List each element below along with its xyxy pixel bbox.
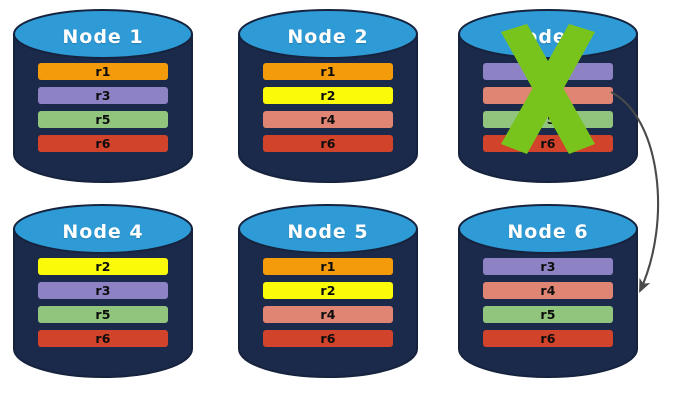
replica-bar[interactable]: r4 bbox=[263, 306, 393, 323]
replica-bar[interactable]: r6 bbox=[483, 135, 613, 152]
replica-bar[interactable]: r3 bbox=[38, 282, 168, 299]
replica-bar[interactable]: r5 bbox=[483, 306, 613, 323]
replica-bar[interactable]: r1 bbox=[263, 63, 393, 80]
replica-list: r3 r4 r5 r6 bbox=[483, 258, 613, 347]
replica-bar[interactable]: r2 bbox=[263, 282, 393, 299]
replica-bar[interactable]: r6 bbox=[483, 330, 613, 347]
replica-list: r1 r2 r4 r6 bbox=[263, 63, 393, 152]
replica-list: r2 r3 r5 r6 bbox=[38, 258, 168, 347]
replica-bar[interactable]: r4 bbox=[263, 111, 393, 128]
replica-bar[interactable]: r5 bbox=[38, 111, 168, 128]
replica-list: r1 r3 r5 r6 bbox=[38, 63, 168, 152]
replica-bar[interactable]: r6 bbox=[263, 135, 393, 152]
replica-bar[interactable]: r5 bbox=[38, 306, 168, 323]
replica-bar[interactable]: r3 bbox=[483, 63, 613, 80]
replica-bar[interactable]: r1 bbox=[263, 258, 393, 275]
replica-bar[interactable]: r2 bbox=[263, 87, 393, 104]
replica-bar[interactable]: r6 bbox=[263, 330, 393, 347]
replica-bar[interactable]: r4 bbox=[483, 282, 613, 299]
replica-bar[interactable]: r6 bbox=[38, 135, 168, 152]
replica-bar[interactable]: r2 bbox=[38, 258, 168, 275]
replica-bar[interactable]: r6 bbox=[38, 330, 168, 347]
replica-bar[interactable]: r3 bbox=[483, 258, 613, 275]
replica-bar[interactable]: r3 bbox=[38, 87, 168, 104]
replica-list: r3 r4 r5 r6 bbox=[483, 63, 613, 152]
replica-list: r1 r2 r4 r6 bbox=[263, 258, 393, 347]
replica-bar[interactable]: r1 bbox=[38, 63, 168, 80]
replica-bar[interactable]: r4 bbox=[483, 87, 613, 104]
replica-bar[interactable]: r5 bbox=[483, 111, 613, 128]
